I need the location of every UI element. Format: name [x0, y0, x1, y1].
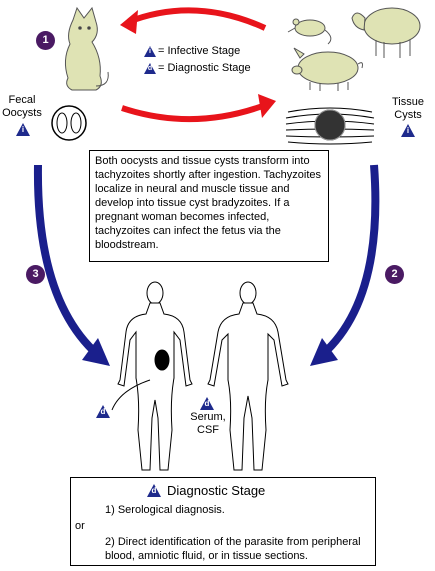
serum-label: Serum,: [190, 411, 226, 423]
oocysts-label: Oocysts: [2, 107, 42, 119]
sheep-illustration: [351, 7, 421, 58]
woman-illustration: [111, 281, 193, 471]
oocyst-illustration: [51, 105, 87, 141]
diagnostic-stage-icon: d: [147, 484, 161, 497]
csf-label: CSF: [197, 424, 219, 436]
diagnostic-item-2: 2) Direct identification of the parasite…: [105, 536, 361, 562]
tissue-cysts-label: Tissue Cysts: [388, 96, 428, 122]
legend-diagnostic: d = Diagnostic Stage: [144, 61, 251, 75]
info-box: Both oocysts and tissue cysts transform …: [89, 150, 329, 262]
legend-diagnostic-label: = Diagnostic Stage: [158, 62, 251, 74]
tissue-label: Tissue: [392, 96, 424, 108]
legend-infective-label: = Infective Stage: [158, 45, 241, 57]
cysts-label: Cysts: [394, 109, 422, 121]
diagnostic-stage-icon: d: [200, 397, 214, 410]
mouse-illustration: [287, 18, 332, 45]
blue-arrow-right: [319, 164, 380, 358]
fecal-oocysts-label: Fecal Oocysts: [2, 94, 42, 120]
diagnostic-box: d Diagnostic Stage 1) Serological diagno…: [70, 477, 376, 566]
blue-arrow-left: [33, 164, 101, 358]
diagnostic-stage-icon: d: [96, 405, 110, 418]
blue-arrowhead-left: [82, 338, 110, 366]
cat-illustration: [64, 6, 109, 91]
red-arrow-top: [126, 7, 267, 31]
blue-arrowhead-right: [310, 338, 338, 366]
man-illustration: [207, 281, 289, 471]
infective-stage-icon: i: [16, 123, 30, 136]
tissue-cyst-illustration: [285, 107, 375, 145]
red-arrowhead-top: [120, 10, 138, 34]
infective-stage-icon: i: [144, 45, 156, 57]
diagnostic-item-1: 1) Serological diagnosis.: [105, 504, 225, 516]
legend-infective: i = Infective Stage: [144, 44, 240, 58]
step-2-badge: 2: [385, 265, 404, 284]
diagnostic-or: or: [75, 520, 85, 532]
infective-stage-icon: i: [401, 124, 415, 137]
diagnostic-stage-icon: d: [144, 62, 156, 74]
step-1-badge: 1: [36, 31, 55, 50]
pig-illustration: [291, 47, 363, 91]
fecal-label: Fecal: [8, 94, 36, 106]
serum-csf-label: Serum, CSF: [188, 411, 228, 437]
step-3-badge: 3: [26, 265, 45, 284]
red-arrow-bottom: [121, 101, 270, 123]
diagnostic-box-title: Diagnostic Stage: [167, 483, 266, 498]
red-arrowhead-bottom: [258, 94, 276, 118]
